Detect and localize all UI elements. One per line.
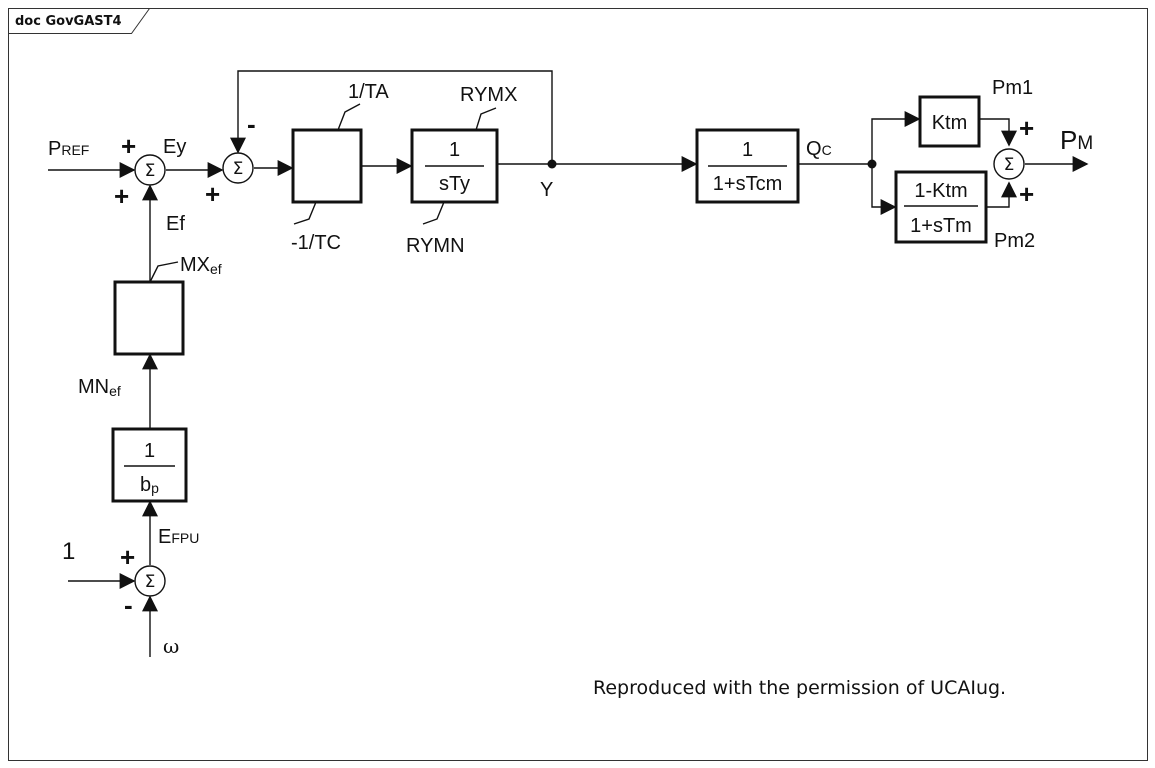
droop-denominator: bp <box>140 474 159 496</box>
ktm-block: Ktm <box>918 95 981 148</box>
rymn-label: RYMN <box>406 235 465 257</box>
sum2-minus-top: - <box>247 109 256 139</box>
ef-limiter-block <box>113 261 185 356</box>
sum1-plus-bottom: + <box>114 181 129 211</box>
sum3-plus-top: + <box>1019 113 1034 143</box>
rate-limiter-block <box>291 103 363 225</box>
svg-text:Σ: Σ <box>233 159 244 179</box>
droop-block: 1 bp <box>111 427 188 503</box>
sum4-plus-left: + <box>120 542 135 572</box>
frame-tab-title: doc GovGAST4 <box>15 14 122 29</box>
integrator-denominator: sTy <box>439 173 470 195</box>
droop-numerator: 1 <box>144 440 155 462</box>
pref-label: PREF <box>48 138 89 160</box>
lag-tm-numerator: 1-Ktm <box>914 180 967 202</box>
integrator-numerator: 1 <box>449 139 460 161</box>
sum2-plus-bottom: + <box>205 179 220 209</box>
svg-text:Σ: Σ <box>145 572 156 592</box>
lag-tcm-denominator: 1+sTcm <box>713 173 782 195</box>
mxef-label: MXef <box>180 254 222 277</box>
sum-junction-2: Σ <box>222 152 254 184</box>
ktm-label: Ktm <box>932 112 968 134</box>
tc-label: -1/TC <box>291 232 341 254</box>
efpu-label: EFPU <box>158 526 199 548</box>
lag-tcm-numerator: 1 <box>742 139 753 161</box>
integrator-block: 1 sTy <box>410 107 499 225</box>
pm2-label: Pm2 <box>994 230 1035 252</box>
pm1-label: Pm1 <box>992 77 1033 99</box>
lag-tm-denominator: 1+sTm <box>910 215 972 237</box>
sum-junction-4: Σ <box>134 565 166 597</box>
lag-tm-block: 1-Ktm 1+sTm <box>894 170 988 244</box>
ey-label: Ey <box>163 136 186 158</box>
svg-text:Σ: Σ <box>1004 155 1015 175</box>
omega-label: ω <box>163 634 179 658</box>
svg-text:Σ: Σ <box>145 161 156 181</box>
one-input-label: 1 <box>62 538 75 565</box>
pm-output-label: PM <box>1060 125 1093 155</box>
y-junction-dot <box>547 159 557 169</box>
split-junction-dot <box>867 159 877 169</box>
frame-tab <box>8 8 150 34</box>
sum-junction-1: Σ <box>134 154 166 186</box>
sum-junction-3: Σ <box>993 148 1025 180</box>
sum3-plus-bottom: + <box>1019 179 1034 209</box>
lag-tcm-block: 1 1+sTcm <box>695 128 800 204</box>
permission-credit: Reproduced with the permission of UCAIug… <box>593 677 1006 699</box>
qc-label: QC <box>806 138 832 160</box>
y-label: Y <box>540 179 553 201</box>
rymx-label: RYMX <box>460 84 517 106</box>
diagram-frame <box>8 8 1148 761</box>
ta-label: 1/TA <box>348 81 389 103</box>
sum4-minus-bottom: - <box>124 590 133 620</box>
ef-label: Ef <box>166 213 185 235</box>
sum1-plus-top: + <box>121 131 136 161</box>
mnef-label: MNef <box>78 376 121 399</box>
